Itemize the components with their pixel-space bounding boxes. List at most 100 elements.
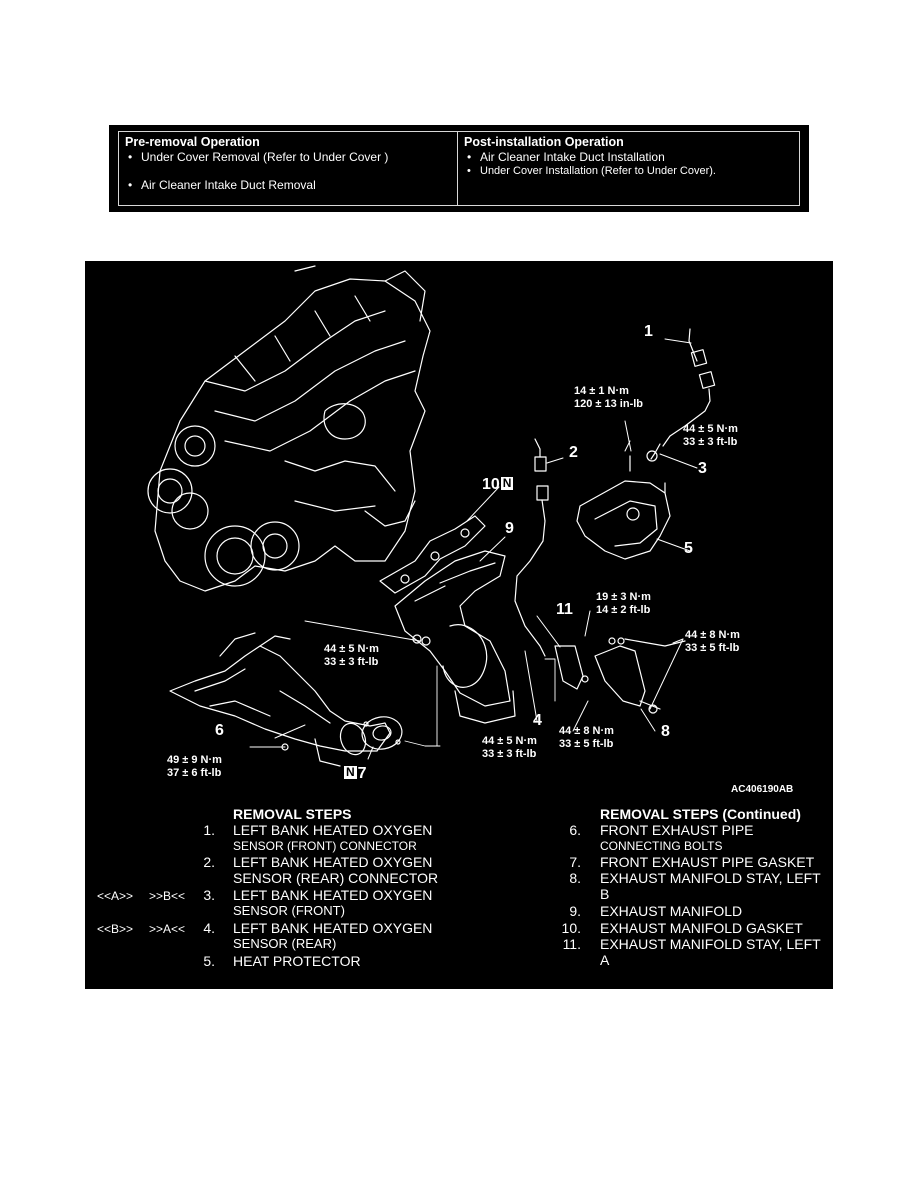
manifold-stays-drawing (554, 637, 686, 714)
step-text: LEFT BANK HEATED OXYGEN (233, 822, 433, 838)
torque-metric: 49 ± 9 N·m (167, 754, 222, 766)
removal-step: 5. HEAT PROTECTOR (85, 953, 455, 969)
post-installation-header: Post-installation Operation (464, 135, 624, 149)
torque-imperial: 14 ± 2 ft-lb (596, 604, 651, 616)
post-installation-column: Post-installation Operation Air Cleaner … (458, 132, 799, 205)
step-number: 9. (569, 903, 581, 919)
torque-metric: 14 ± 1 N·m (574, 385, 629, 397)
n-mark-badge: N (500, 476, 514, 490)
torque-imperial: 37 ± 6 ft-lb (167, 767, 222, 779)
callout-10-number: 10 (482, 476, 500, 493)
post-installation-list: Air Cleaner Intake Duct Installation Und… (464, 150, 793, 178)
front-oxygen-sensor-drawing (646, 328, 716, 462)
removal-step: 2. LEFT BANK HEATED OXYGEN SENSOR (REAR)… (85, 854, 455, 886)
exhaust-manifold-drawing (394, 550, 516, 724)
callout-11: 11 (556, 601, 573, 618)
step-number: 5. (203, 953, 215, 969)
step-number: 3. (203, 887, 215, 903)
callout-3: 3 (698, 460, 707, 477)
callout-8: 8 (661, 723, 670, 740)
step-text: HEAT PROTECTOR (233, 953, 361, 969)
pre-removal-column: Pre-removal Operation Under Cover Remova… (119, 132, 458, 205)
installation-ref-mark: >>A<< (149, 922, 186, 936)
torque-metric: 44 ± 5 N·m (482, 735, 537, 747)
callout-4: 4 (533, 712, 542, 729)
torque-metric: 44 ± 8 N·m (559, 725, 614, 737)
torque-spec-stay-b-upper: 44 ± 8 N·m 33 ± 5 ft-lb (685, 629, 740, 655)
step-text-continued: CONNECTING BOLTS (600, 839, 723, 853)
step-text-continued: SENSOR (FRONT) (233, 903, 345, 918)
step-text-continued: SENSOR (REAR) (233, 936, 337, 951)
step-number: 7. (569, 854, 581, 870)
step-text: EXHAUST MANIFOLD STAY, LEFT (600, 936, 821, 952)
step-text-continued: B (600, 886, 610, 902)
torque-spec-rear-sensor: 44 ± 5 N·m 33 ± 3 ft-lb (482, 735, 537, 761)
torque-metric: 44 ± 5 N·m (683, 423, 738, 435)
callout-9: 9 (505, 520, 514, 537)
callout-5: 5 (684, 540, 693, 557)
torque-spec-heat-protector: 14 ± 1 N·m 120 ± 13 in-lb (574, 385, 643, 411)
step-text: FRONT EXHAUST PIPE (600, 822, 754, 838)
heat-protector-drawing (576, 455, 671, 560)
manifold-gasket-drawing (379, 515, 486, 594)
step-text: EXHAUST MANIFOLD STAY, LEFT (600, 870, 821, 886)
step-text-continued: SENSOR (FRONT) CONNECTOR (233, 839, 417, 853)
exploded-view-drawing (147, 265, 716, 767)
torque-imperial: 33 ± 3 ft-lb (324, 656, 379, 668)
operations-table-frame: Pre-removal Operation Under Cover Remova… (118, 131, 800, 206)
n-mark-badge: N (344, 765, 357, 779)
leader-lines (249, 338, 698, 760)
pre-removal-item: Air Cleaner Intake Duct Removal (125, 178, 451, 192)
torque-imperial: 33 ± 5 ft-lb (559, 738, 614, 750)
torque-metric: 44 ± 5 N·m (324, 643, 379, 655)
callout-2: 2 (569, 444, 578, 461)
callout-7-number: 7 (357, 765, 367, 782)
torque-spec-front-pipe: 49 ± 9 N·m 37 ± 6 ft-lb (167, 754, 222, 780)
removal-steps-title: REMOVAL STEPS (233, 806, 352, 822)
callout-1: 1 (644, 323, 653, 340)
pre-removal-list: Under Cover Removal (Refer to Under Cove… (125, 150, 451, 192)
step-number: 8. (569, 870, 581, 886)
torque-imperial: 120 ± 13 in-lb (574, 398, 644, 410)
removal-step: <<A>> >>B<< 3. LEFT BANK HEATED OXYGEN S… (85, 887, 455, 919)
step-text-continued: A (600, 952, 610, 968)
step-text: LEFT BANK HEATED OXYGEN (233, 887, 433, 903)
step-text: LEFT BANK HEATED OXYGEN (233, 920, 433, 936)
operations-table: Pre-removal Operation Under Cover Remova… (109, 125, 809, 212)
torque-spec-stay-a: 19 ± 3 N·m 14 ± 2 ft-lb (596, 591, 651, 617)
exhaust-pipe-gasket-drawing (361, 716, 403, 750)
removal-ref-mark: <<A>> (97, 889, 134, 903)
removal-step: 1. LEFT BANK HEATED OXYGEN SENSOR (FRONT… (85, 822, 455, 854)
step-text: EXHAUST MANIFOLD (600, 903, 743, 919)
removal-step: 7. FRONT EXHAUST PIPE GASKET (555, 854, 825, 870)
pre-removal-header: Pre-removal Operation (125, 135, 260, 149)
removal-step: <<B>> >>A<< 4. LEFT BANK HEATED OXYGEN S… (85, 920, 455, 952)
step-number: 10. (561, 920, 581, 936)
torque-spec-front-sensor: 44 ± 5 N·m 33 ± 3 ft-lb (683, 423, 738, 449)
alignment-lines (404, 658, 556, 747)
front-exhaust-pipe-drawing (169, 632, 391, 767)
post-installation-item: Under Cover Installation (Refer to Under… (464, 164, 793, 178)
removal-step: 8. EXHAUST MANIFOLD STAY, LEFT B (555, 870, 825, 902)
rear-oxygen-sensor-drawing (514, 438, 549, 657)
removal-steps-continued-title: REMOVAL STEPS (Continued) (600, 806, 801, 822)
step-text: EXHAUST MANIFOLD GASKET (600, 920, 803, 936)
callout-6: 6 (215, 722, 224, 739)
step-text-continued: SENSOR (REAR) CONNECTOR (233, 870, 439, 886)
figure-id: AC406190AB (731, 784, 794, 795)
step-number: 6. (569, 822, 581, 838)
engine-assembly (147, 265, 431, 592)
torque-imperial: 33 ± 3 ft-lb (683, 436, 738, 448)
step-number: 2. (203, 854, 215, 870)
torque-spec-manifold-nut: 44 ± 5 N·m 33 ± 3 ft-lb (324, 643, 379, 669)
step-text: LEFT BANK HEATED OXYGEN (233, 854, 433, 870)
removal-step: 6. FRONT EXHAUST PIPE CONNECTING BOLTS (555, 822, 825, 854)
step-number: 4. (203, 920, 215, 936)
removal-step: 10. EXHAUST MANIFOLD GASKET (555, 920, 825, 936)
removal-step: 11. EXHAUST MANIFOLD STAY, LEFT A (555, 936, 825, 968)
step-text: FRONT EXHAUST PIPE GASKET (600, 854, 815, 870)
torque-imperial: 33 ± 5 ft-lb (685, 642, 740, 654)
